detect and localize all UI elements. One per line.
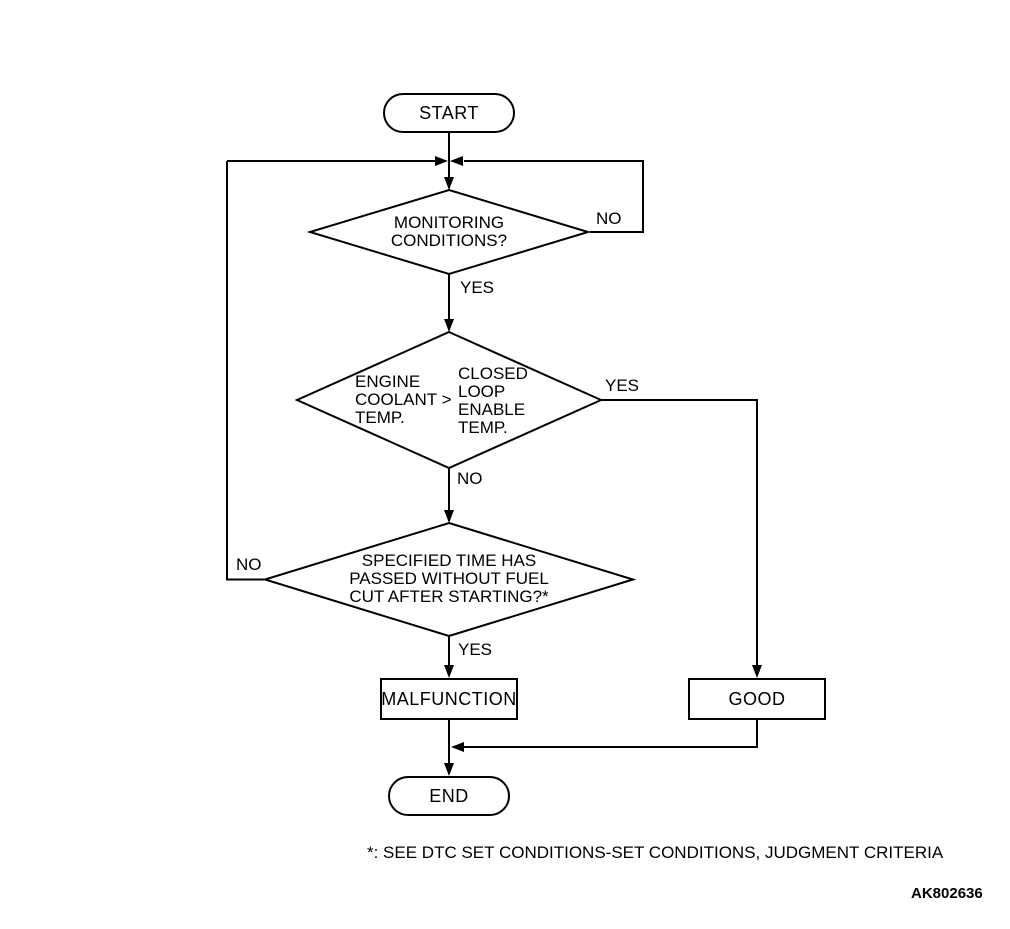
arrow-into-good	[752, 665, 762, 678]
edge-label-monitoring-yes: YES	[460, 278, 495, 297]
arrow-into-monitoring	[444, 177, 454, 190]
arrow-junction-from-left	[435, 156, 448, 166]
edge-label-time-no: NO	[236, 555, 262, 574]
edge-loop-right-return	[464, 160, 644, 233]
start-node: START	[383, 93, 515, 133]
end-node: END	[388, 776, 510, 816]
decision-monitoring-text: MONITORING CONDITIONS?	[390, 213, 508, 250]
arrow-into-time	[444, 510, 454, 523]
decision-coolant-text-left: ENGINE COOLANT > TEMP.	[355, 372, 452, 427]
decision-time-text: SPECIFIED TIME HAS PASSED WITHOUT FUEL C…	[349, 551, 549, 606]
edge-label-monitoring-no: NO	[596, 209, 622, 228]
edge-good-merge	[464, 720, 758, 748]
edge-label-time-yes: YES	[458, 640, 493, 659]
good-label: GOOD	[728, 688, 786, 709]
end-label: END	[429, 785, 469, 806]
arrow-into-malfunction	[444, 665, 454, 678]
arrow-into-end	[444, 763, 454, 776]
edge-left-rail	[226, 161, 264, 581]
malfunction-label: MALFUNCTION	[381, 688, 517, 709]
edge-coolant-yes	[601, 399, 758, 666]
start-label: START	[419, 102, 479, 123]
good-box: GOOD	[688, 678, 826, 720]
edge-label-coolant-no: NO	[457, 469, 483, 488]
footnote: *: SEE DTC SET CONDITIONS-SET CONDITIONS…	[367, 843, 944, 862]
figure-code: AK802636	[911, 885, 983, 902]
decision-coolant-text-right: CLOSED LOOP ENABLE TEMP.	[458, 364, 528, 437]
edge-label-coolant-yes: YES	[605, 376, 640, 395]
malfunction-box: MALFUNCTION	[380, 678, 518, 720]
arrow-into-coolant	[444, 319, 454, 332]
arrow-merge-left	[451, 742, 464, 752]
arrow-junction-from-right	[450, 156, 463, 166]
